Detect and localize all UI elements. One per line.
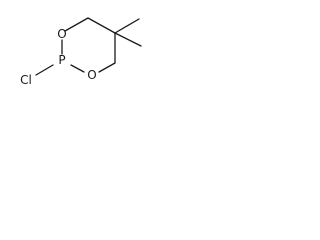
- atom-o-lower: O: [87, 68, 96, 82]
- molecule-structure: O O P Cl: [20, 17, 142, 87]
- bond-p-cl: [35, 64, 54, 76]
- atom-labels: O O P Cl: [20, 27, 97, 87]
- bond-methyl-1: [114, 18, 140, 34]
- bond-o-upper-ch2-top: [64, 17, 89, 32]
- bond-ch2-bottom-o-lower: [98, 62, 116, 73]
- atom-o-upper: O: [57, 27, 66, 41]
- atom-phosphorus: P: [58, 53, 65, 67]
- bond-o-lower-p: [70, 64, 85, 73]
- bonds: [35, 17, 142, 76]
- bond-methyl-2: [114, 32, 142, 47]
- bond-ch2-top-quaternary-c: [87, 17, 116, 34]
- atom-chlorine: Cl: [20, 73, 32, 87]
